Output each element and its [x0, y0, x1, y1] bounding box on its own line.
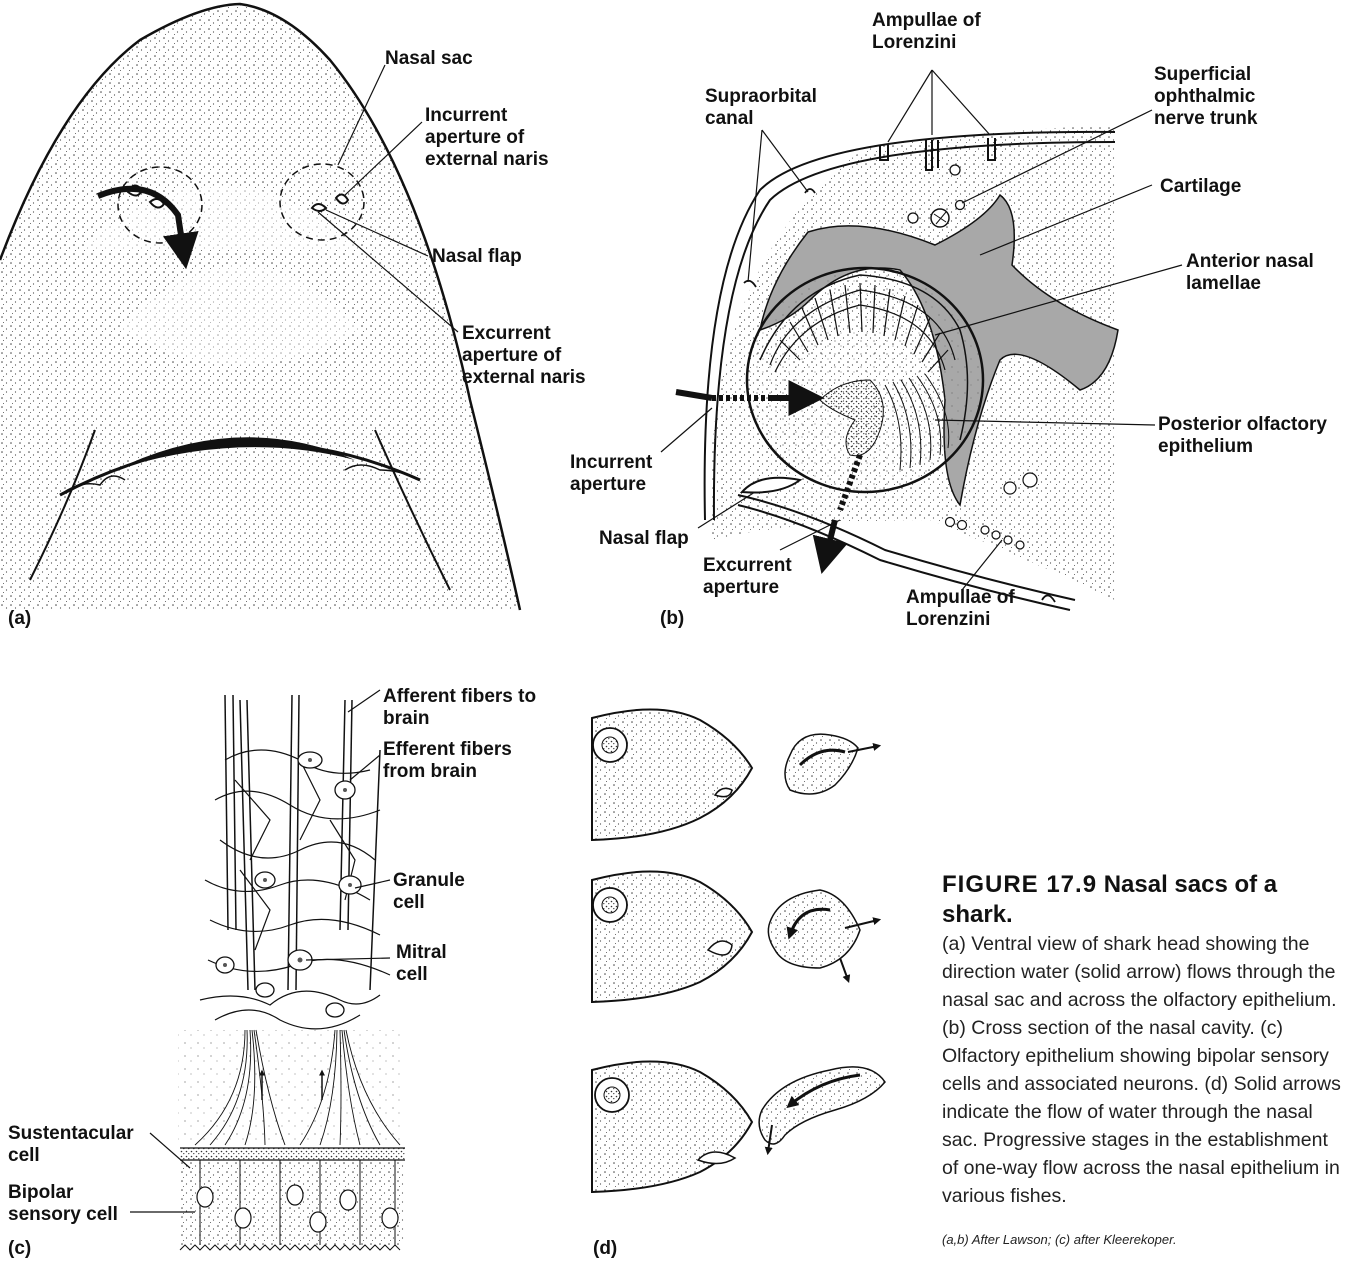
label-excurrent-aperture-a: Excurrent aperture of external naris: [462, 323, 612, 389]
panel-c-label: (c): [8, 1238, 31, 1260]
label-sustentacular-cell: Sustentacular cell: [8, 1123, 158, 1167]
panel-c-olfactory-epithelium: [130, 690, 405, 1250]
label-incurrent-aperture-b: Incurrent aperture: [570, 452, 670, 496]
panel-d-flow-stages: [592, 709, 885, 1192]
label-supraorbital-canal: Supraorbital canal: [705, 86, 815, 130]
label-mitral-cell: Mitral cell: [396, 942, 466, 986]
label-nasal-flap-b: Nasal flap: [599, 528, 689, 550]
panel-b-cross-section: [661, 70, 1182, 610]
panel-d-label: (d): [593, 1238, 617, 1260]
figure-number: FIGURE 17.9: [942, 871, 1097, 898]
panel-b-label: (b): [660, 608, 684, 630]
figure-title-line: FIGURE 17.9 Nasal sacs of a shark.: [942, 870, 1342, 930]
label-granule-cell: Granule cell: [393, 870, 483, 914]
label-afferent-fibers: Afferent fibers to brain: [383, 686, 543, 730]
label-nasal-flap-a: Nasal flap: [432, 246, 522, 268]
label-posterior-epithelium: Posterior olfactory epithelium: [1158, 414, 1353, 458]
figure-caption-text: (a) Ventral view of shark head showing t…: [942, 930, 1342, 1210]
label-incurrent-aperture-a: Incurrent aperture of external naris: [425, 105, 575, 171]
label-anterior-lamellae: Anterior nasal lamellae: [1186, 251, 1336, 295]
label-cartilage: Cartilage: [1160, 176, 1241, 198]
label-excurrent-aperture-b: Excurrent aperture: [703, 555, 803, 599]
figure-credit: (a,b) After Lawson; (c) after Kleerekope…: [942, 1232, 1177, 1247]
label-efferent-fibers: Efferent fibers from brain: [383, 739, 543, 783]
label-ampullae-top: Ampullae of Lorenzini: [872, 10, 992, 54]
label-superficial-ophthalmic: Superficial ophthalmic nerve trunk: [1154, 64, 1294, 130]
label-ampullae-bottom: Ampullae of Lorenzini: [906, 587, 1026, 631]
figure-caption-block: FIGURE 17.9 Nasal sacs of a shark. (a) V…: [942, 870, 1342, 1210]
panel-a-label: (a): [8, 608, 31, 630]
label-bipolar-sensory-cell: Bipolar sensory cell: [8, 1182, 133, 1226]
label-nasal-sac: Nasal sac: [385, 48, 473, 70]
panel-a-shark-head: [0, 4, 520, 610]
